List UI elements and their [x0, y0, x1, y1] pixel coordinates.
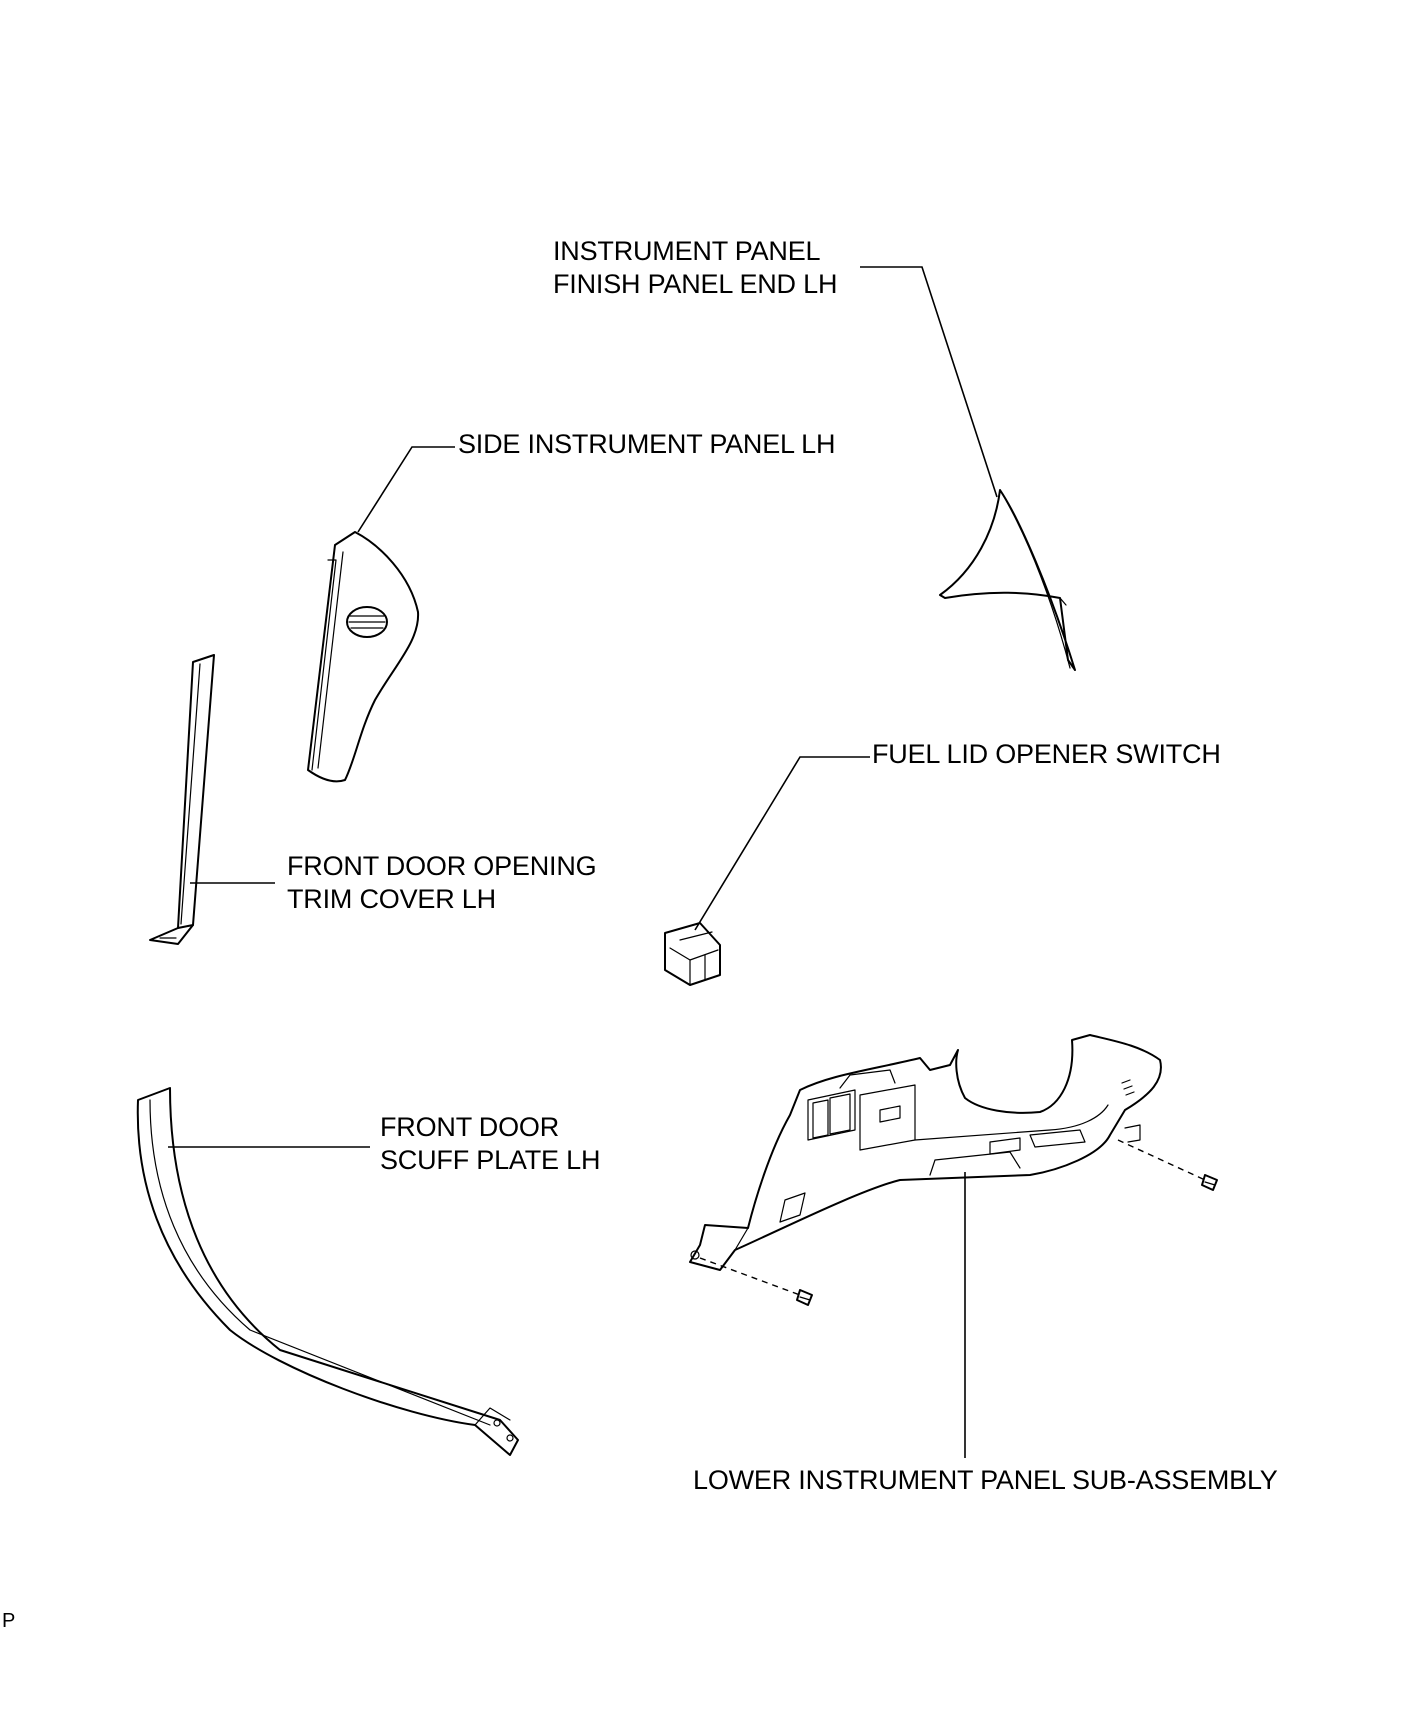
corner-mark: P [2, 1610, 16, 1632]
leader-finish-panel-end [860, 266, 998, 498]
fuel-lid-switch-part [664, 922, 721, 986]
door-scuff-plate-part [136, 1087, 519, 1456]
label-side-instrument-panel: SIDE INSTRUMENT PANEL LH [458, 429, 836, 459]
leader-fuel-lid-switch [694, 756, 870, 931]
label-door-opening-trim: FRONT DOOR OPENING TRIM COVER LH [287, 851, 597, 914]
label-door-scuff-plate: FRONT DOOR SCUFF PLATE LH [380, 1112, 601, 1175]
label-lower-instrument-panel: LOWER INSTRUMENT PANEL SUB-ASSEMBLY [693, 1465, 1278, 1495]
finish-panel-end-part [939, 489, 1076, 671]
label-fuel-lid-switch: FUEL LID OPENER SWITCH [872, 739, 1221, 769]
leader-side-instrument-panel [357, 446, 455, 533]
label-finish-panel-end: INSTRUMENT PANEL FINISH PANEL END LH [553, 236, 838, 299]
lower-instrument-panel-part [689, 1034, 1162, 1271]
screw-left [699, 1257, 813, 1306]
side-instrument-panel-part [307, 531, 420, 783]
screw-right [1117, 1139, 1218, 1191]
door-opening-trim-part [149, 654, 215, 945]
